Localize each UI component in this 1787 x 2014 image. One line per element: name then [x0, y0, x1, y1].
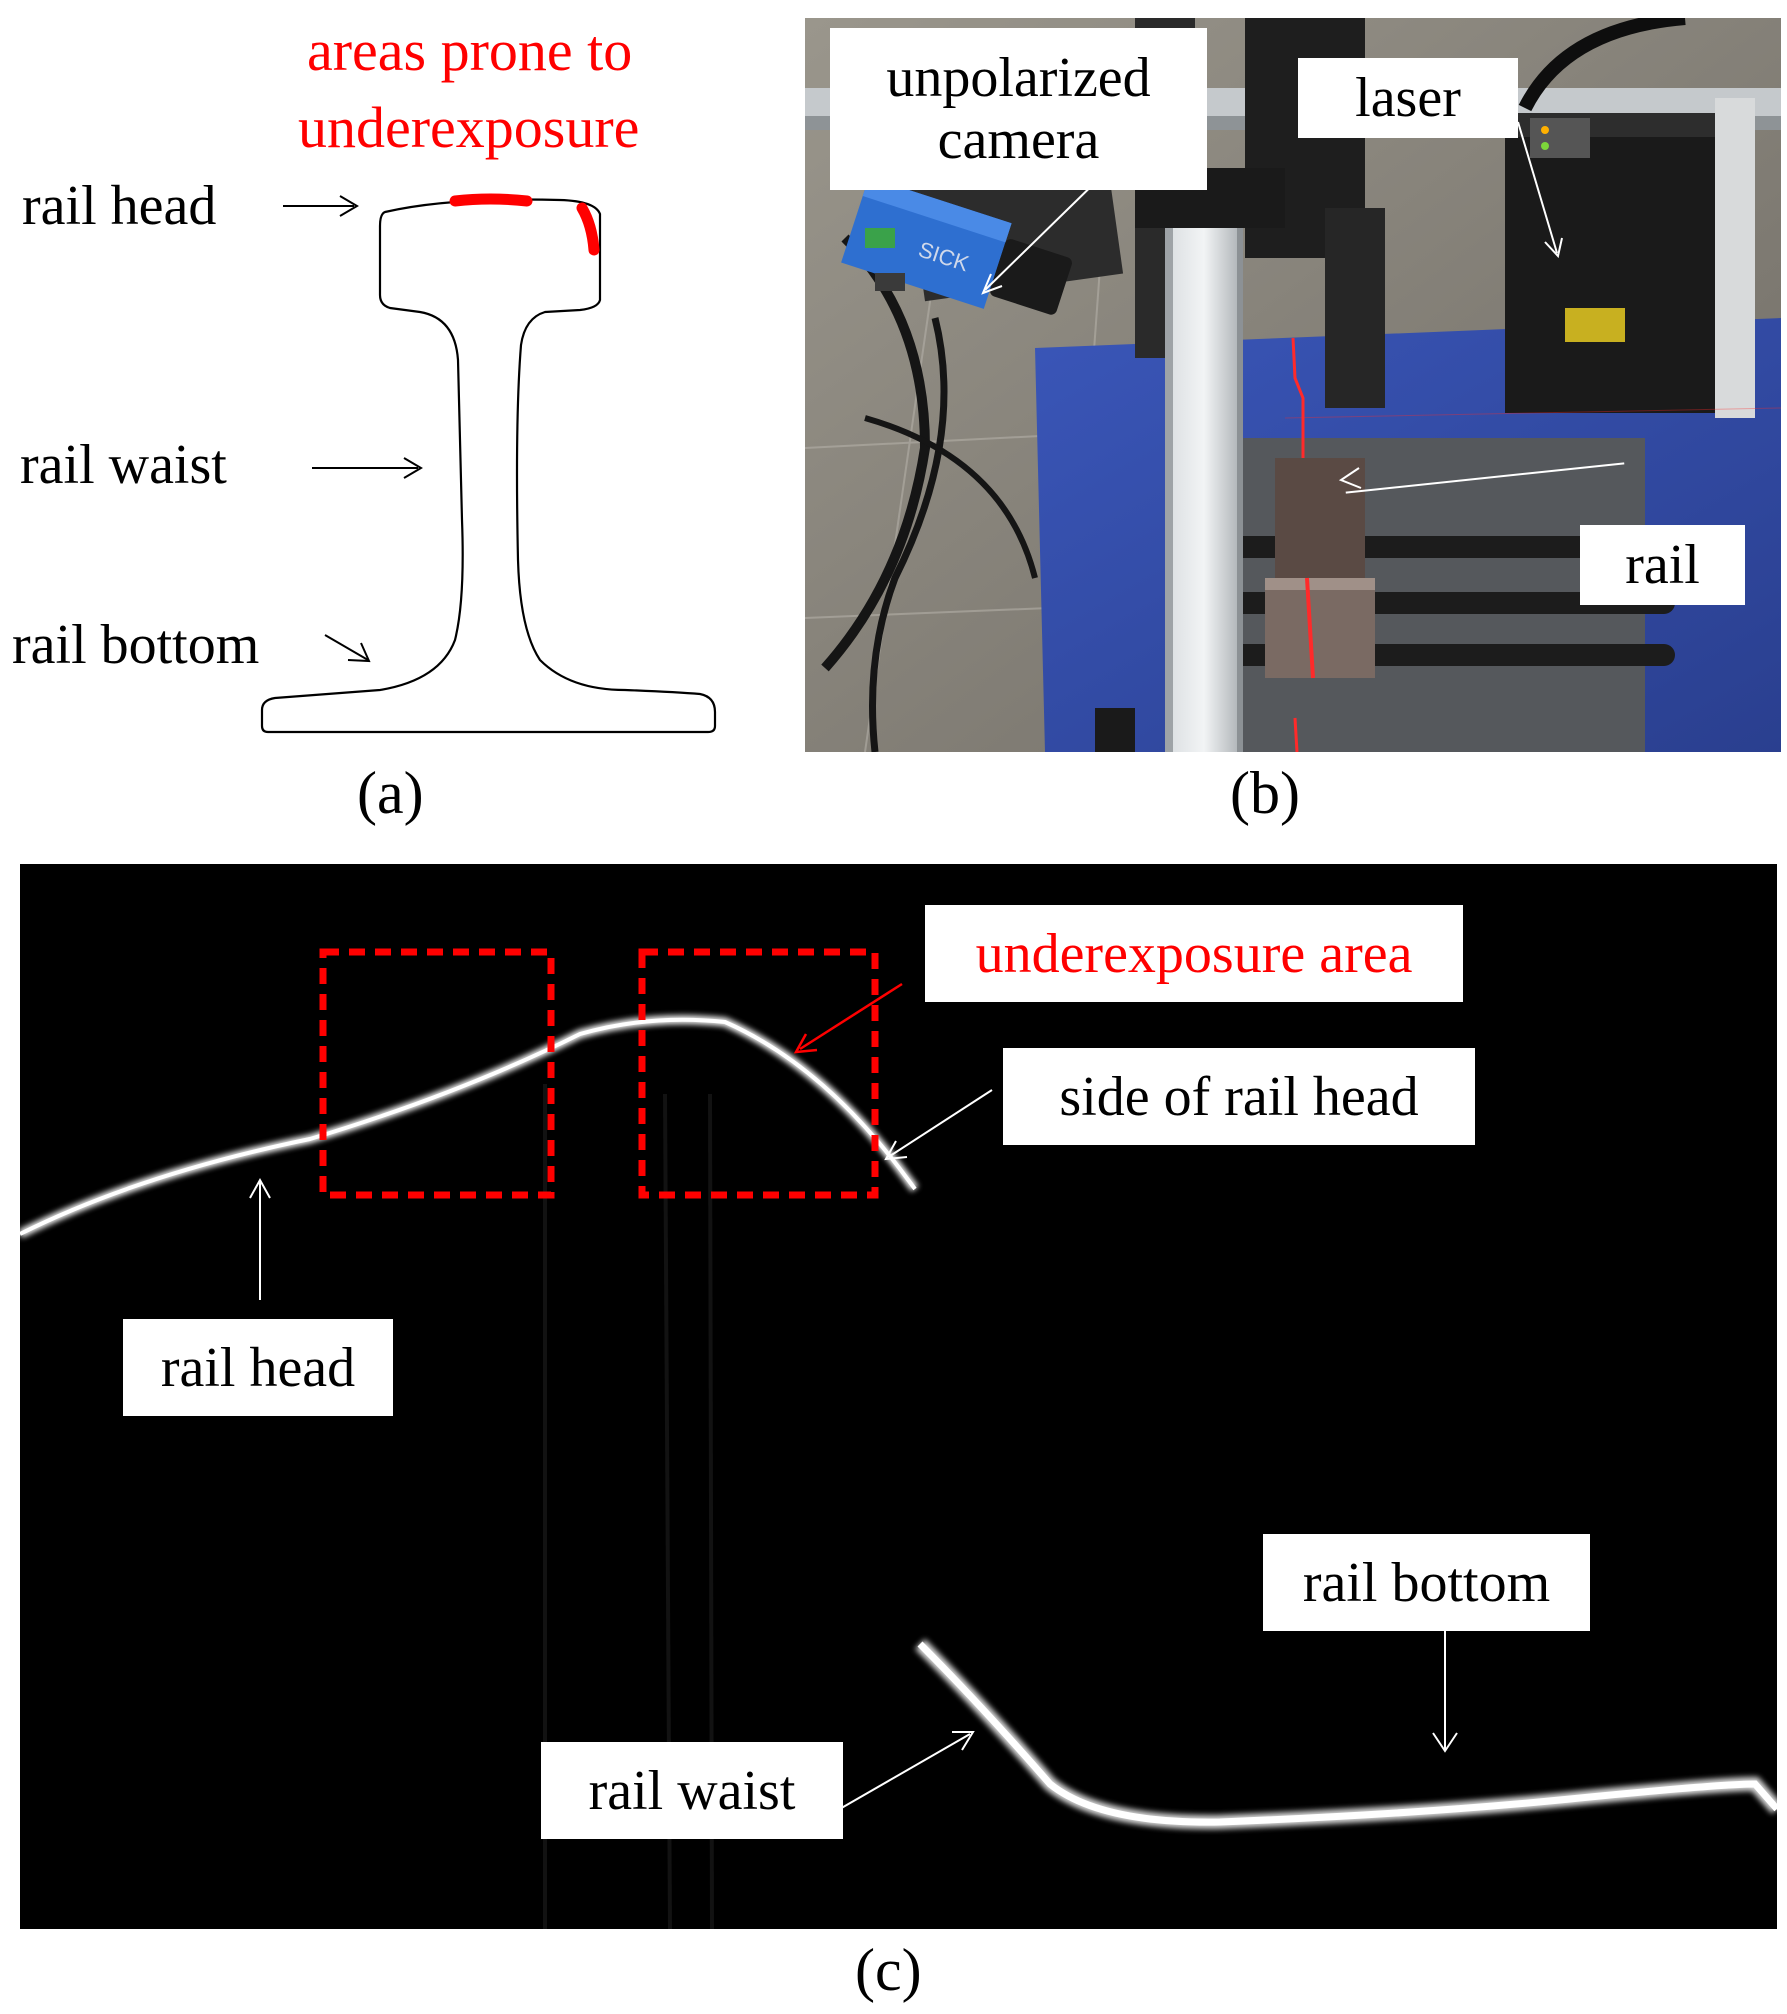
- aluminum-slide: [1165, 218, 1243, 752]
- arrow-rail-waist: [837, 1733, 971, 1811]
- arrow-underexposure: [793, 982, 903, 1054]
- panel-b-label-rail: rail: [1580, 525, 1745, 605]
- arrow-rail-bottom: [324, 634, 371, 663]
- arrow-rail-head: [283, 195, 359, 217]
- panel-a-label-rail-bottom: rail bottom: [12, 614, 260, 676]
- panel-a-title-line2: underexposure: [298, 95, 640, 160]
- panel-c-caption: (c): [855, 1937, 922, 2003]
- rail-profile-diagram: [260, 193, 717, 734]
- panel-a-label-rail-head: rail head: [22, 175, 217, 237]
- panel-c-label-side-of-rail-head: side of rail head: [1003, 1048, 1475, 1145]
- underexposure-box-1: [319, 948, 555, 1199]
- stripe-rail-waist-bottom: [915, 1639, 1777, 1830]
- panel-b-label-camera-line1: unpolarized: [886, 47, 1151, 109]
- arrow-laser: [1517, 121, 1558, 254]
- panel-c-label-rail-bottom: rail bottom: [1263, 1534, 1590, 1631]
- arrow-rail-waist: [312, 457, 423, 479]
- panel-b-label-camera: unpolarized camera: [830, 28, 1207, 190]
- arrow-side-head: [889, 1089, 993, 1157]
- panel-a-title-line1: areas prone to: [307, 18, 633, 83]
- underexposure-highlight-top: [449, 193, 533, 207]
- laser-stripe-image: underexposure area side of rail head rai…: [20, 864, 1777, 1929]
- rail-specimen: [1265, 458, 1375, 679]
- cable: [821, 234, 931, 672]
- setup-photo: SICK: [805, 18, 1781, 752]
- panel-a-caption: (a): [357, 760, 424, 826]
- arrow-rail: [1345, 462, 1625, 494]
- laser-unit: [1505, 18, 1755, 418]
- rail-outline: [260, 198, 717, 734]
- panel-b-label-laser: laser: [1298, 58, 1518, 138]
- underexposure-box-2: [638, 948, 879, 1199]
- underexposure-highlight-side: [576, 202, 600, 256]
- panel-b-label-camera-line2: camera: [937, 109, 1100, 171]
- panel-a-label-rail-waist: rail waist: [20, 434, 227, 496]
- panel-b-caption: (b): [1230, 760, 1300, 826]
- panel-c-label-rail-waist: rail waist: [541, 1742, 843, 1839]
- panel-c-label-rail-head: rail head: [123, 1319, 393, 1416]
- panel-c-label-underexposure: underexposure area: [925, 905, 1463, 1002]
- laser-stripe-drawing: [20, 948, 1777, 1929]
